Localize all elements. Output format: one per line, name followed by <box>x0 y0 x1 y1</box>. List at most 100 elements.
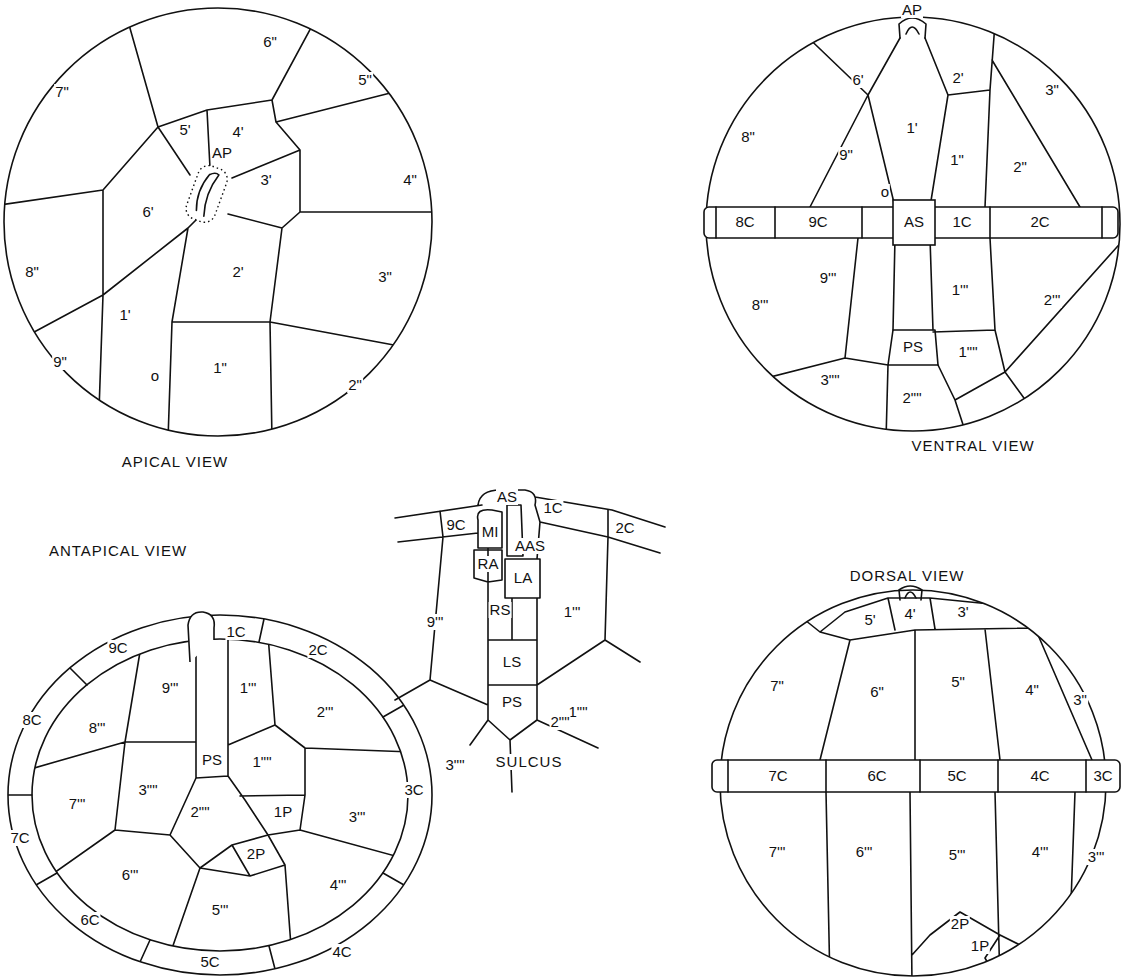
view-title: ANTAPICAL VIEW <box>48 543 188 559</box>
plate-label: AS <box>496 489 518 505</box>
plate-label: 7'" <box>68 796 87 812</box>
plate-label: 1'" <box>239 680 258 696</box>
plate-label: 2' <box>951 70 964 86</box>
plate-label: 9C <box>445 517 466 533</box>
plate-label: 1C <box>225 624 246 640</box>
plate-sutures <box>0 0 440 440</box>
plate-label: 8'" <box>751 297 770 313</box>
suture-lines <box>0 0 440 440</box>
suture-lines <box>20 625 410 960</box>
plate-label: MI <box>481 524 500 540</box>
plate-label: 3C <box>1092 768 1113 784</box>
plate-label: 2"" <box>190 804 211 820</box>
plate-label: 2' <box>231 264 244 280</box>
suture-lines <box>700 10 1122 440</box>
plate-label: 1" <box>212 360 228 376</box>
apical-pore <box>899 18 926 38</box>
apical-pore <box>183 162 230 225</box>
plate-label: 3" <box>377 269 393 285</box>
plate-label: 4' <box>231 124 244 140</box>
plate-label: 1' <box>905 120 918 136</box>
pore-plate <box>183 162 230 225</box>
plate-label: 4C <box>1029 768 1050 784</box>
plate-label: 1P <box>970 938 990 954</box>
plate-label: 2" <box>1012 159 1028 175</box>
theca-outline <box>4 8 432 436</box>
plate-label: AS <box>903 214 925 230</box>
plate-label: 1"" <box>568 704 589 720</box>
cingulum-band <box>712 760 1120 792</box>
plate-label: 9" <box>838 147 854 163</box>
plate-label: 5C <box>946 768 967 784</box>
suture-lines <box>395 490 665 792</box>
cingulum-inner-edge <box>32 639 408 951</box>
cingulum-ring <box>8 619 404 969</box>
plate-label: AAS <box>514 538 546 554</box>
plate-label: 5'" <box>948 847 967 863</box>
antapical-view <box>8 612 432 975</box>
plate-label: 6C <box>79 912 100 928</box>
plate-label: 6'" <box>855 844 874 860</box>
plate-label: 4'" <box>329 877 348 893</box>
plate-label: 3" <box>1072 692 1088 708</box>
plate-label: 8" <box>740 129 756 145</box>
plate-label: 2"" <box>902 390 923 406</box>
plate-label: PS <box>501 694 523 710</box>
plate-label: 8C <box>734 214 755 230</box>
plate-label: 2"" <box>550 714 571 730</box>
pore-slit <box>192 170 219 216</box>
view-title: DORSAL VIEW <box>849 568 966 584</box>
theca-outline <box>8 615 432 975</box>
plate-label: 5" <box>950 674 966 690</box>
cingulum-sutures <box>8 619 404 969</box>
plate-label: 8" <box>24 264 40 280</box>
plate-label: 3'" <box>1087 849 1106 865</box>
plate-label: 3C <box>403 782 424 798</box>
plate-label: 5'" <box>211 902 230 918</box>
plate-label: 8C <box>21 712 42 728</box>
plate-label: 3"" <box>820 372 841 388</box>
plate-label: 2C <box>614 520 635 536</box>
posterior-sulcal-plate <box>888 330 938 365</box>
plate-label: 5C <box>199 954 220 970</box>
view-title: VENTRAL VIEW <box>910 438 1035 454</box>
plate-label: o <box>150 368 160 384</box>
plate-label: 2C <box>1029 214 1050 230</box>
plate-label: 4" <box>1024 682 1040 698</box>
plate-label: 4C <box>331 944 352 960</box>
sulcal-loop <box>188 612 214 662</box>
sulcus-detail <box>395 490 665 792</box>
plate-label: 9'" <box>819 270 838 286</box>
plate-label: 9C <box>807 214 828 230</box>
plate-label: 6" <box>869 684 885 700</box>
plate-label: 4' <box>903 606 916 622</box>
plate-label: 2P <box>950 916 970 932</box>
plate-label: 1' <box>118 307 131 323</box>
plate-label: 9'" <box>426 614 445 630</box>
plate-label: 6' <box>851 72 864 88</box>
plate-label: 7" <box>769 678 785 694</box>
plate-label: 3"" <box>138 782 159 798</box>
plate-label: RS <box>489 602 512 618</box>
plate-label: 7'" <box>768 844 787 860</box>
plate-label: 4" <box>402 172 418 188</box>
plate-label: LA <box>513 570 533 586</box>
plate-label: 3'" <box>348 809 367 825</box>
plate-label: 1" <box>949 152 965 168</box>
view-title: SULCUS <box>495 754 564 770</box>
apical-pore <box>899 586 922 600</box>
plate-label: 6' <box>141 204 154 220</box>
plate-label: RA <box>477 556 500 572</box>
view-title: APICAL VIEW <box>121 454 229 470</box>
anterior-sulcal-plate <box>893 200 935 245</box>
plate-label: 3"" <box>445 757 466 773</box>
plate-label: 8'" <box>88 720 107 736</box>
plate-sutures <box>700 10 1122 440</box>
plate-label: 1"" <box>958 344 979 360</box>
plate-label: 4'" <box>1031 844 1050 860</box>
plate-label: 5" <box>357 72 373 88</box>
plate-sutures <box>20 625 410 960</box>
plate-label: 9'" <box>161 680 180 696</box>
plate-label: 2C <box>307 642 328 658</box>
